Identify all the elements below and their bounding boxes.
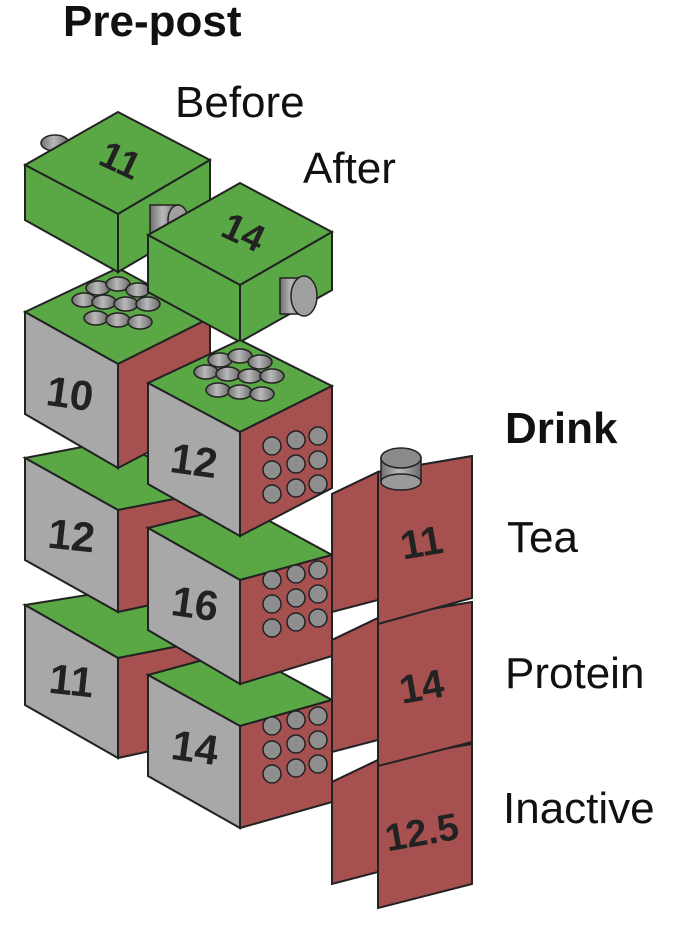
margin-after-cube: 14 [145,181,335,344]
cell-before-inactive: 11 [47,655,96,706]
peg-cluster-icon [193,348,285,402]
factor-a-title: Pre-post [63,0,242,46]
margin-protein: 14 [396,662,448,713]
margin-tea-cube: 11 [331,447,473,626]
cell-after-inactive: 14 [169,721,222,774]
peg-cluster-icon [262,426,328,504]
margin-before-cube: 11 [22,110,213,274]
peg-top-icon [380,447,422,491]
column-after: 14 16 [145,338,335,830]
cube-after-tea: 12 [145,338,335,538]
margin-drink-column: 12.5 14 11 [331,447,473,910]
factor-a-level-before: Before [175,78,305,127]
margin-tea: 11 [397,518,446,569]
peg-cluster-icon [71,276,161,330]
cell-after-protein: 16 [169,577,222,630]
factor-b-level-protein: Protein [505,649,644,698]
peg-cluster-icon [262,706,328,784]
cell-after-tea: 12 [168,434,221,487]
cube-after-inactive: 14 [145,648,335,830]
cell-before-tea: 10 [44,367,97,420]
peg-cluster-icon [262,560,328,638]
factor-b-title: Drink [505,404,618,453]
factor-a-level-after: After [303,144,396,193]
factor-b-level-tea: Tea [507,513,578,562]
margin-inactive-cube: 12.5 [331,742,473,910]
cell-before-protein: 12 [46,510,97,562]
factor-b-level-inactive: Inactive [503,784,655,833]
margin-protein-cube: 14 [331,600,473,768]
